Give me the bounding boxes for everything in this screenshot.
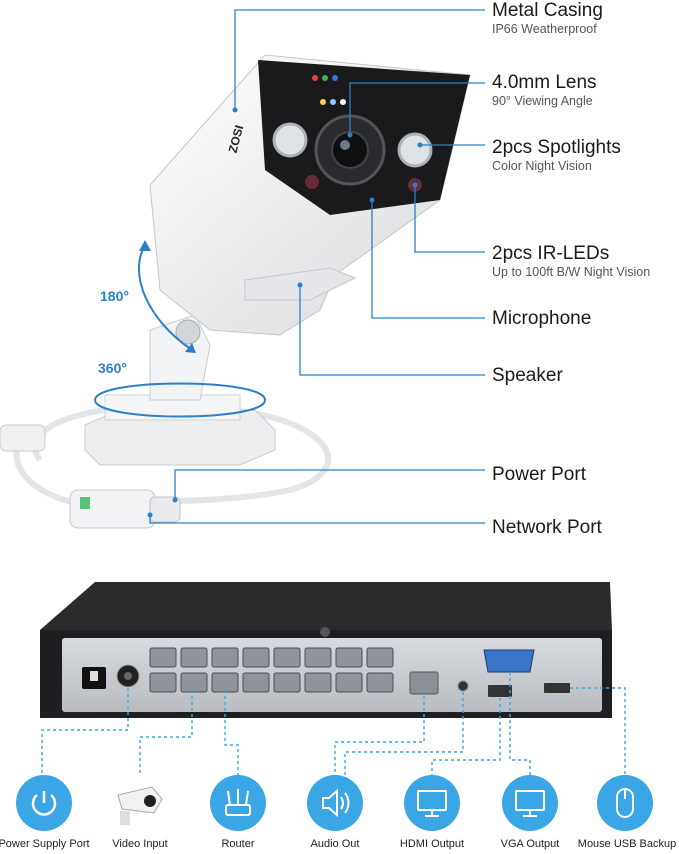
poe-port [180, 647, 208, 668]
callout-lens: 4.0mm Lens 90° Viewing Angle [492, 72, 597, 109]
poe-port [242, 672, 270, 693]
poe-port [180, 672, 208, 693]
callout-title: 2pcs IR-LEDs [492, 243, 610, 264]
callout-title: Microphone [492, 308, 592, 329]
nvr-device [40, 582, 612, 718]
port-label-hdmi-output: HDMI Output [399, 838, 465, 850]
port-label-video-input: Video Input [112, 838, 168, 850]
rotation-indicators [94, 244, 267, 418]
callout-microphone: Microphone [492, 308, 591, 330]
port-label-audio-out: Audio Out [310, 838, 360, 850]
camera-icon [112, 775, 168, 831]
mouse-icon [597, 775, 653, 831]
poe-port [211, 672, 239, 693]
callout-ir-leds: 2pcs IR-LEDs Up to 100ft B/W Night Visio… [492, 243, 650, 280]
poe-ports [149, 647, 394, 693]
callout-title: Network Port [492, 517, 602, 538]
poe-port [366, 647, 394, 668]
callout-title: Metal Casing [492, 0, 603, 21]
port-label-router: Router [221, 838, 255, 850]
monitor-icon [404, 775, 460, 831]
camera-body [149, 54, 471, 336]
callout-subtitle: IP66 Weatherproof [492, 22, 597, 36]
callout-subtitle: 90° Viewing Angle [492, 94, 593, 108]
port-label-vga-output: VGA Output [500, 838, 560, 850]
callout-title: 2pcs Spotlights [492, 137, 621, 158]
poe-port [149, 647, 177, 668]
port-label-mouse-usb-backup: Mouse USB Backup [577, 838, 677, 850]
poe-port [149, 672, 177, 693]
callout-title: Power Port [492, 464, 586, 485]
callout-spotlights: 2pcs Spotlights Color Night Vision [492, 137, 621, 174]
callout-subtitle: Color Night Vision [492, 159, 592, 173]
callout-lines [149, 9, 485, 524]
callout-title: Speaker [492, 365, 563, 386]
callout-speaker: Speaker [492, 365, 563, 387]
callout-power-port: Power Port [492, 464, 586, 486]
callout-metal-casing: Metal Casing IP66 Weatherproof [492, 0, 603, 37]
poe-port [304, 672, 332, 693]
poe-port [273, 672, 301, 693]
poe-port [211, 647, 239, 668]
tilt-angle-label: 180° [100, 288, 129, 304]
callout-title: 4.0mm Lens [492, 72, 597, 93]
poe-port [273, 647, 301, 668]
poe-port [335, 647, 363, 668]
network-connector [69, 489, 181, 529]
router-icon [210, 775, 266, 831]
poe-port [242, 647, 270, 668]
poe-port [304, 647, 332, 668]
power-connector [0, 424, 46, 452]
poe-port [335, 672, 363, 693]
callout-subtitle: Up to 100ft B/W Night Vision [492, 265, 651, 279]
poe-port [366, 672, 394, 693]
pan-angle-label: 360° [98, 360, 127, 376]
camera-mount [84, 314, 276, 466]
callout-network-port: Network Port [492, 517, 602, 539]
monitor-icon [502, 775, 558, 831]
nvr-rear-ports [409, 649, 570, 697]
port-connector-lines [41, 672, 626, 775]
port-label-power-supply: Power Supply Port [0, 838, 90, 850]
power-icon [16, 775, 72, 831]
speaker-icon [307, 775, 363, 831]
